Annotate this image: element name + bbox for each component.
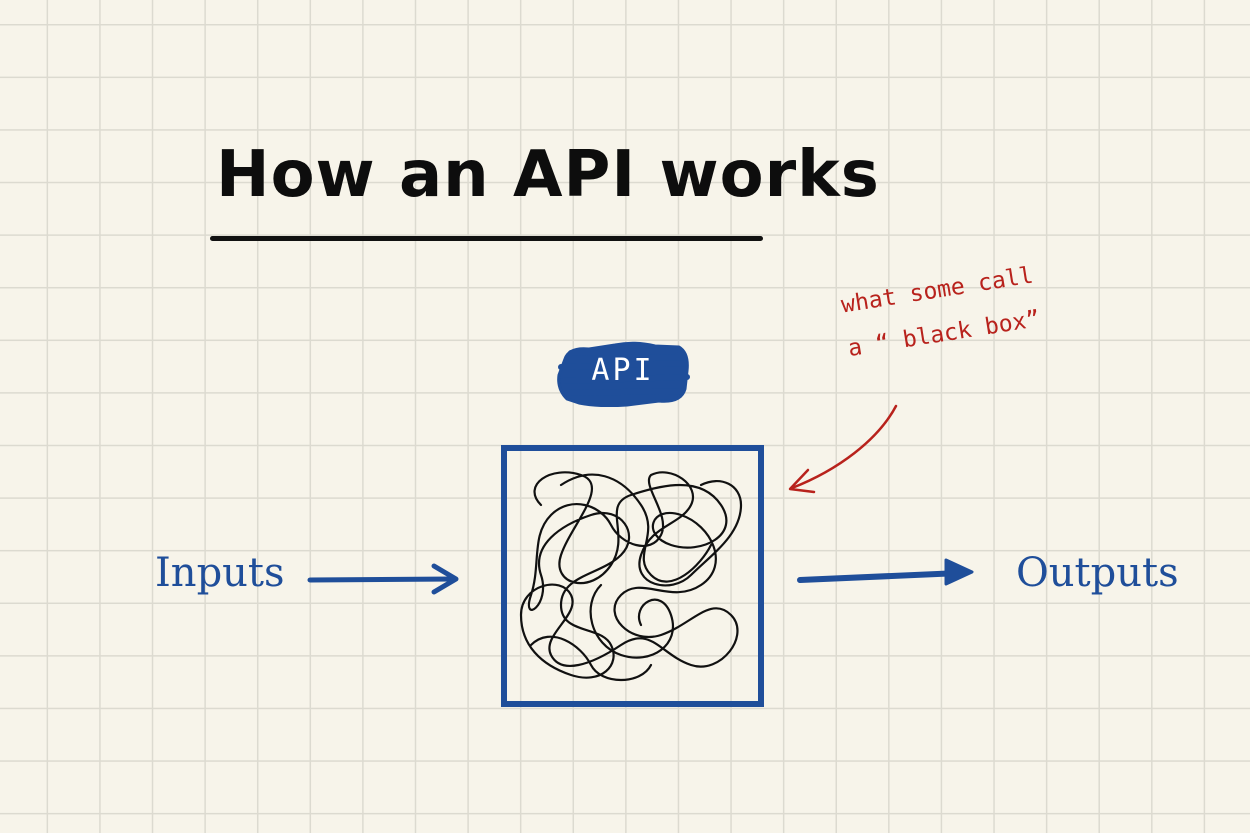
title-underline [210, 236, 763, 241]
inputs-label: Inputs [155, 550, 285, 596]
output-arrow-icon [797, 558, 974, 586]
outputs-label: Outputs [1016, 550, 1179, 596]
scribble-highlight [557, 341, 690, 408]
annotation-arrow-icon [788, 404, 898, 494]
input-arrow-icon [307, 563, 459, 595]
black-box-frame [501, 445, 764, 707]
api-badge: API [555, 337, 691, 408]
black-box-annotation: what some call a “ black box” [838, 250, 1069, 371]
tangle-scribble [519, 471, 743, 679]
api-label: API [591, 353, 655, 388]
black-box [501, 445, 764, 707]
diagram-title: How an API works [216, 138, 880, 212]
